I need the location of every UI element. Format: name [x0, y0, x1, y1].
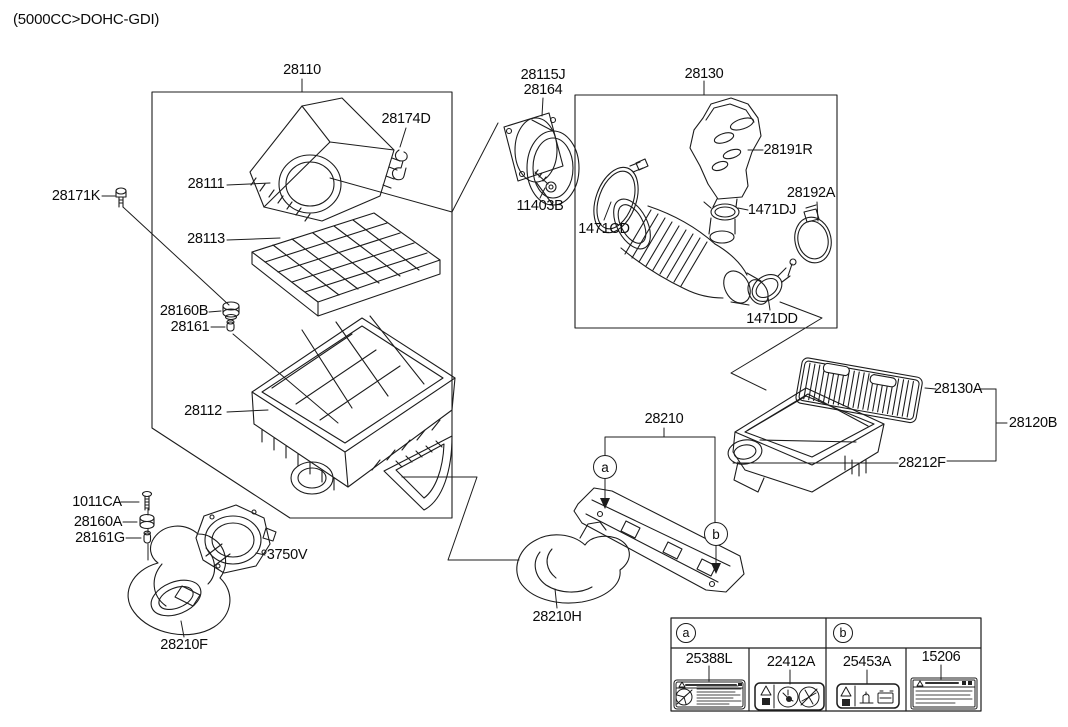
inlet-seal [383, 435, 453, 511]
part-label-11403B: 11403B [516, 197, 564, 214]
part-label-28160A: 28160A [73, 513, 123, 530]
label-table [670, 617, 982, 712]
marker-a: a [593, 455, 617, 479]
part-label-28210F: 28210F [160, 636, 208, 653]
part-label-28130A: 28130A [933, 380, 983, 397]
fan-warning-label-sticker [673, 679, 746, 710]
air-cleaner-body-28112 [251, 315, 456, 495]
part-label-28210H: 28210H [532, 608, 582, 625]
bolt-28171K [115, 187, 127, 208]
assembly-box-28110 [151, 91, 453, 519]
part-label-28113: 28113 [187, 230, 225, 247]
table-header-b: b [833, 623, 853, 643]
hose-clamp-1471CD [593, 158, 649, 234]
assembly-box-28130 [574, 94, 838, 329]
part-label-28161G: 28161G [75, 529, 125, 546]
intake-actuator-3750V [195, 504, 277, 574]
resonator-28191R [689, 97, 762, 208]
filter-element-28130A [795, 357, 923, 424]
part-label-28174D: 28174D [381, 110, 431, 127]
part-label-28161: 28161 [170, 318, 210, 335]
table-part-22412A: 22412A [766, 653, 816, 670]
leader-lines [101, 78, 1008, 638]
part-label-28130: 28130 [684, 65, 724, 82]
part-label-28164: 28164 [523, 81, 563, 98]
air-cleaner-cover-28111 [249, 97, 401, 222]
part-label-1471DD: 1471DD [746, 310, 798, 327]
part-label-28192A: 28192A [786, 184, 836, 201]
part-label-28110: 28110 [283, 61, 321, 78]
engine-variant-title: (5000CC>DOHC-GDI) [13, 11, 160, 28]
air-flow-sensor [503, 112, 580, 206]
coolant-level-caution-label-sticker [910, 677, 978, 710]
part-label-3750V: 3750V [266, 546, 308, 563]
air-cleaner-filter-28113 [251, 212, 441, 317]
part-label-28210: 28210 [644, 410, 684, 427]
part-label-1471DJ: 1471DJ [747, 201, 797, 218]
part-label-1471CD: 1471CD [578, 220, 630, 237]
part-label-1011CA: 1011CA [72, 493, 122, 510]
pin-28161 [226, 319, 235, 332]
sensor-bolt-11403B [534, 169, 557, 193]
clip-28174D [391, 149, 408, 181]
hose-clamp-1471DJ [703, 201, 740, 221]
table-header-a: a [676, 623, 696, 643]
part-label-28191R: 28191R [763, 141, 813, 158]
air-guide-28210 [573, 487, 745, 593]
part-label-28115J: 28115J [520, 66, 566, 83]
part-label-28111: 28111 [187, 175, 225, 192]
air-duct-28210F [127, 525, 231, 636]
part-label-28212F: 28212F [898, 454, 946, 471]
grommet-28160B [222, 301, 240, 321]
air-duct-28210H [516, 521, 630, 604]
lower-air-cleaner-28120B [727, 387, 885, 493]
screw-1011CA [141, 490, 153, 511]
air-intake-hose [613, 198, 769, 306]
table-part-25388L: 25388L [685, 650, 733, 667]
hose-clamp-1471DD [751, 258, 797, 302]
part-label-28112: 28112 [184, 402, 222, 419]
marker-b: b [704, 522, 728, 546]
coolant-caution-label-sticker [836, 683, 900, 709]
table-part-15206: 15206 [921, 648, 961, 665]
part-label-28120B: 28120B [1008, 414, 1058, 431]
table-part-25453A: 25453A [842, 653, 892, 670]
hose-clamp-28192A [794, 204, 832, 264]
grommet-28160A [139, 513, 155, 530]
fan-hand-caution-label-sticker [754, 682, 825, 711]
part-label-28171K: 28171K [51, 187, 101, 204]
part-label-28160B: 28160B [159, 302, 209, 319]
pin-28161G [143, 530, 152, 544]
